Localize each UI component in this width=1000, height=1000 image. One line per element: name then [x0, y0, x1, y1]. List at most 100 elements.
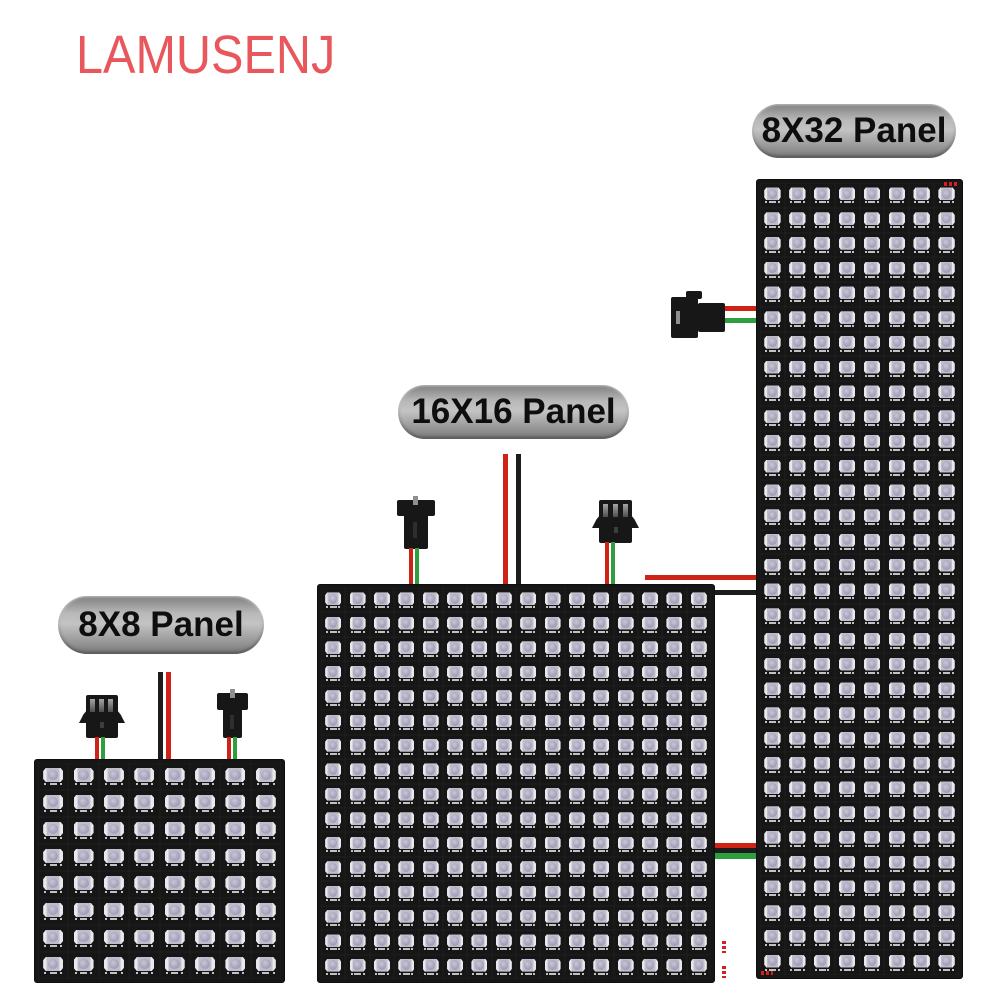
- led-chip: [195, 848, 216, 864]
- silkscreen-mark: [472, 703, 487, 706]
- led-chip: [495, 690, 512, 703]
- led-cell: [884, 431, 909, 456]
- led-cell: [614, 735, 638, 759]
- led-cell: [565, 637, 589, 661]
- led-lens: [548, 960, 557, 971]
- silkscreen-mark: [74, 918, 93, 921]
- silkscreen-mark: [790, 968, 805, 971]
- silkscreen-mark: [914, 820, 929, 823]
- led-chip: [255, 875, 276, 891]
- led-chip: [398, 665, 415, 679]
- led-cell: [760, 183, 785, 208]
- led-lens: [768, 956, 777, 966]
- led-chip: [544, 910, 561, 923]
- led-chip: [642, 836, 659, 850]
- led-chip: [495, 787, 512, 801]
- led-lens: [78, 958, 89, 970]
- silkscreen-mark: [399, 826, 414, 828]
- led-chip: [666, 714, 683, 728]
- led-chip: [838, 682, 856, 696]
- silkscreen-mark: [667, 874, 682, 877]
- silkscreen-mark: [839, 844, 855, 847]
- led-lens: [353, 862, 362, 873]
- led-chip: [888, 781, 906, 795]
- led-cell: [860, 653, 885, 678]
- led-lens: [694, 862, 703, 873]
- led-lens: [670, 642, 679, 653]
- led-chip: [642, 787, 659, 801]
- led-lens: [817, 857, 827, 867]
- silkscreen-mark: [939, 399, 954, 402]
- led-cell: [443, 686, 467, 710]
- silkscreen-mark: [165, 891, 184, 894]
- led-lens: [867, 386, 877, 397]
- led-lens: [817, 535, 827, 546]
- led-lens: [108, 823, 120, 835]
- led-lens: [842, 634, 852, 645]
- led-cell: [760, 505, 785, 530]
- led-chip: [838, 459, 856, 473]
- silkscreen-mark: [496, 899, 511, 902]
- led-cell: [884, 901, 909, 926]
- silkscreen-mark: [691, 606, 706, 609]
- led-chip: [471, 738, 488, 752]
- silkscreen-mark: [350, 679, 365, 682]
- led-cell: [785, 406, 810, 431]
- led-cell: [760, 653, 785, 678]
- silkscreen-mark: [521, 972, 536, 975]
- led-lens: [597, 838, 606, 848]
- led-cell: [160, 790, 190, 817]
- led-cell: [785, 505, 810, 530]
- led-lens: [523, 887, 533, 897]
- silkscreen-mark: [226, 891, 245, 894]
- led-lens: [867, 263, 877, 273]
- silkscreen-mark: [257, 918, 275, 921]
- led-lens: [694, 813, 703, 824]
- led-cell: [565, 759, 589, 783]
- led-lens: [377, 593, 387, 604]
- led-chip: [422, 690, 439, 703]
- led-lens: [47, 769, 59, 781]
- led-chip: [813, 756, 831, 770]
- led-cell: [810, 480, 835, 505]
- led-cell: [687, 881, 711, 905]
- led-cell: [934, 950, 959, 975]
- led-chip: [134, 794, 155, 810]
- led-lens: [450, 691, 460, 702]
- led-cell: [785, 208, 810, 233]
- silkscreen-mark: [914, 671, 929, 674]
- silkscreen-mark: [448, 972, 463, 975]
- led-lens: [47, 931, 59, 943]
- connector-latch-wing: [592, 515, 600, 528]
- led-lens: [548, 716, 557, 726]
- silkscreen-mark: [257, 837, 275, 840]
- led-chip: [789, 830, 806, 844]
- led-cell: [860, 876, 885, 901]
- led-chip: [789, 731, 806, 745]
- led-chip: [764, 929, 781, 943]
- led-lens: [793, 362, 802, 372]
- led-lens: [199, 958, 211, 970]
- silkscreen-mark: [569, 728, 584, 731]
- silkscreen-mark: [448, 654, 463, 657]
- led-lens: [892, 263, 902, 273]
- silkscreen-mark: [790, 696, 805, 699]
- led-lens: [917, 659, 926, 669]
- led-chip: [225, 767, 246, 783]
- led-cell: [909, 579, 934, 604]
- silkscreen-mark: [423, 606, 438, 609]
- led-chip: [913, 855, 930, 869]
- led-chip: [544, 812, 561, 825]
- silkscreen-mark: [914, 498, 929, 501]
- led-chip: [568, 836, 585, 850]
- silkscreen-mark: [399, 923, 414, 926]
- led-cell: [810, 851, 835, 876]
- led-chip: [520, 714, 537, 728]
- led-chip: [255, 821, 276, 837]
- link-wire-red-16x16-to-8x32: [645, 575, 757, 580]
- led-chip: [938, 236, 955, 250]
- silkscreen-mark: [374, 630, 389, 633]
- led-lens: [597, 789, 606, 800]
- led-cell: [835, 950, 860, 975]
- led-cell: [860, 901, 885, 926]
